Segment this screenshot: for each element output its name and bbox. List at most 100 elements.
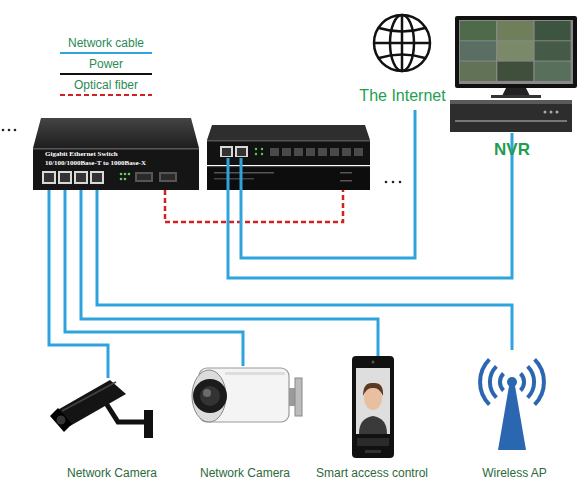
node-heading: The Internet [340, 86, 465, 106]
graphic-shape [207, 125, 370, 140]
graphic-shape [294, 148, 303, 156]
graphic-shape [255, 153, 257, 155]
graphic-shape [207, 140, 370, 142]
graphic-shape [340, 180, 352, 182]
device-label: Smart access control [307, 466, 437, 480]
graphic-shape [340, 172, 352, 174]
graphic-shape [62, 382, 116, 411]
text-group: NVR [445, 140, 579, 160]
graphic-shape [507, 377, 517, 387]
graphic-shape [535, 21, 571, 40]
graphic-shape [498, 386, 526, 450]
power-line-sample [60, 71, 152, 77]
text-group: Wireless AP [462, 466, 567, 480]
graphic-shape [356, 368, 390, 434]
ellipsis-dots-right [385, 181, 402, 184]
internet-node: The Internet [340, 8, 465, 108]
graphic-shape [459, 20, 573, 84]
graphic-shape [14, 129, 17, 132]
device-label: Network Camera [48, 466, 176, 480]
graphic-shape [54, 380, 126, 426]
legend-text: Power [58, 58, 154, 71]
graphic-shape [207, 166, 370, 190]
graphic-shape [104, 400, 146, 422]
graphic-shape [261, 148, 263, 150]
graphic-shape [379, 28, 425, 32]
graphic-shape [92, 173, 102, 182]
graphic-shape [500, 374, 504, 391]
graphic-shape [192, 370, 226, 422]
graphic-shape [354, 148, 363, 156]
ethernet-switch: Gigabit Ethernet Switch10/100/1000Base-T… [33, 116, 199, 190]
graphic-shape [124, 178, 127, 181]
graphic-shape [214, 178, 254, 180]
graphic-shape [460, 62, 496, 81]
graphic-shape [491, 95, 541, 98]
graphic-shape [203, 389, 211, 397]
graphic-shape [450, 100, 572, 132]
graphic-shape [535, 41, 571, 60]
graphic-shape [342, 148, 351, 156]
text-group: The Internet [340, 86, 465, 106]
access-control-node: Smart access control [307, 356, 437, 486]
graphic-shape [365, 450, 381, 453]
device-label: Gigabit Ethernet Switch [45, 150, 146, 159]
graphic-shape [399, 181, 402, 184]
network-cable-sample [60, 50, 152, 56]
graphic-shape [58, 171, 72, 184]
graphic-shape [379, 55, 425, 59]
graphic-shape [455, 120, 567, 122]
graphic-shape [33, 148, 199, 150]
graphic-shape [497, 41, 533, 60]
graphic-shape [497, 21, 533, 40]
graphic-shape [295, 378, 302, 416]
graphic-shape [374, 15, 430, 71]
graphic-shape [128, 173, 131, 176]
graphic-shape [460, 41, 496, 60]
graphic-shape [261, 153, 263, 155]
text-group: Smart access control [307, 466, 437, 480]
graphic-shape [200, 386, 220, 406]
antenna-icon [462, 350, 567, 486]
graphic-shape [33, 118, 199, 148]
graphic-shape [161, 174, 175, 180]
network-cable [49, 190, 108, 378]
legend-text: Network cable [58, 37, 154, 50]
graphic-shape [450, 100, 572, 104]
graphic-shape [76, 173, 86, 182]
graphic-shape [372, 361, 375, 364]
graphic-shape [318, 148, 327, 156]
graphic-shape [535, 62, 571, 81]
text-group: Network Camera [48, 466, 176, 480]
legend-line [60, 94, 152, 96]
node-heading: NVR [445, 140, 579, 160]
graphic-shape [385, 181, 388, 184]
graphic-shape [207, 140, 370, 165]
graphic-shape [222, 148, 231, 156]
graphic-shape [460, 21, 496, 40]
graphic-shape [550, 111, 553, 114]
graphic-shape [207, 166, 370, 167]
graphic-shape [544, 111, 547, 114]
graphic-shape [363, 383, 383, 396]
graphic-shape [480, 359, 489, 404]
nvr-graphic [445, 12, 579, 162]
graphic-shape [33, 148, 199, 190]
graphic-shape [159, 172, 177, 182]
graphic-shape [521, 374, 525, 391]
graphic-shape [90, 171, 104, 184]
network-cable [241, 110, 415, 258]
graphic-shape [120, 178, 123, 181]
graphic-shape [237, 148, 246, 156]
ellipsis-dots-left [2, 129, 17, 132]
graphic-shape [359, 416, 387, 434]
network-cable [228, 133, 512, 278]
graphic-shape [220, 146, 233, 157]
text-group: Gigabit Ethernet Switch10/100/1000Base-T… [45, 150, 146, 167]
graphic-shape [556, 111, 559, 114]
graphic-shape [60, 173, 70, 182]
graphic-shape [74, 171, 88, 184]
device-label: Network Camera [185, 466, 305, 480]
